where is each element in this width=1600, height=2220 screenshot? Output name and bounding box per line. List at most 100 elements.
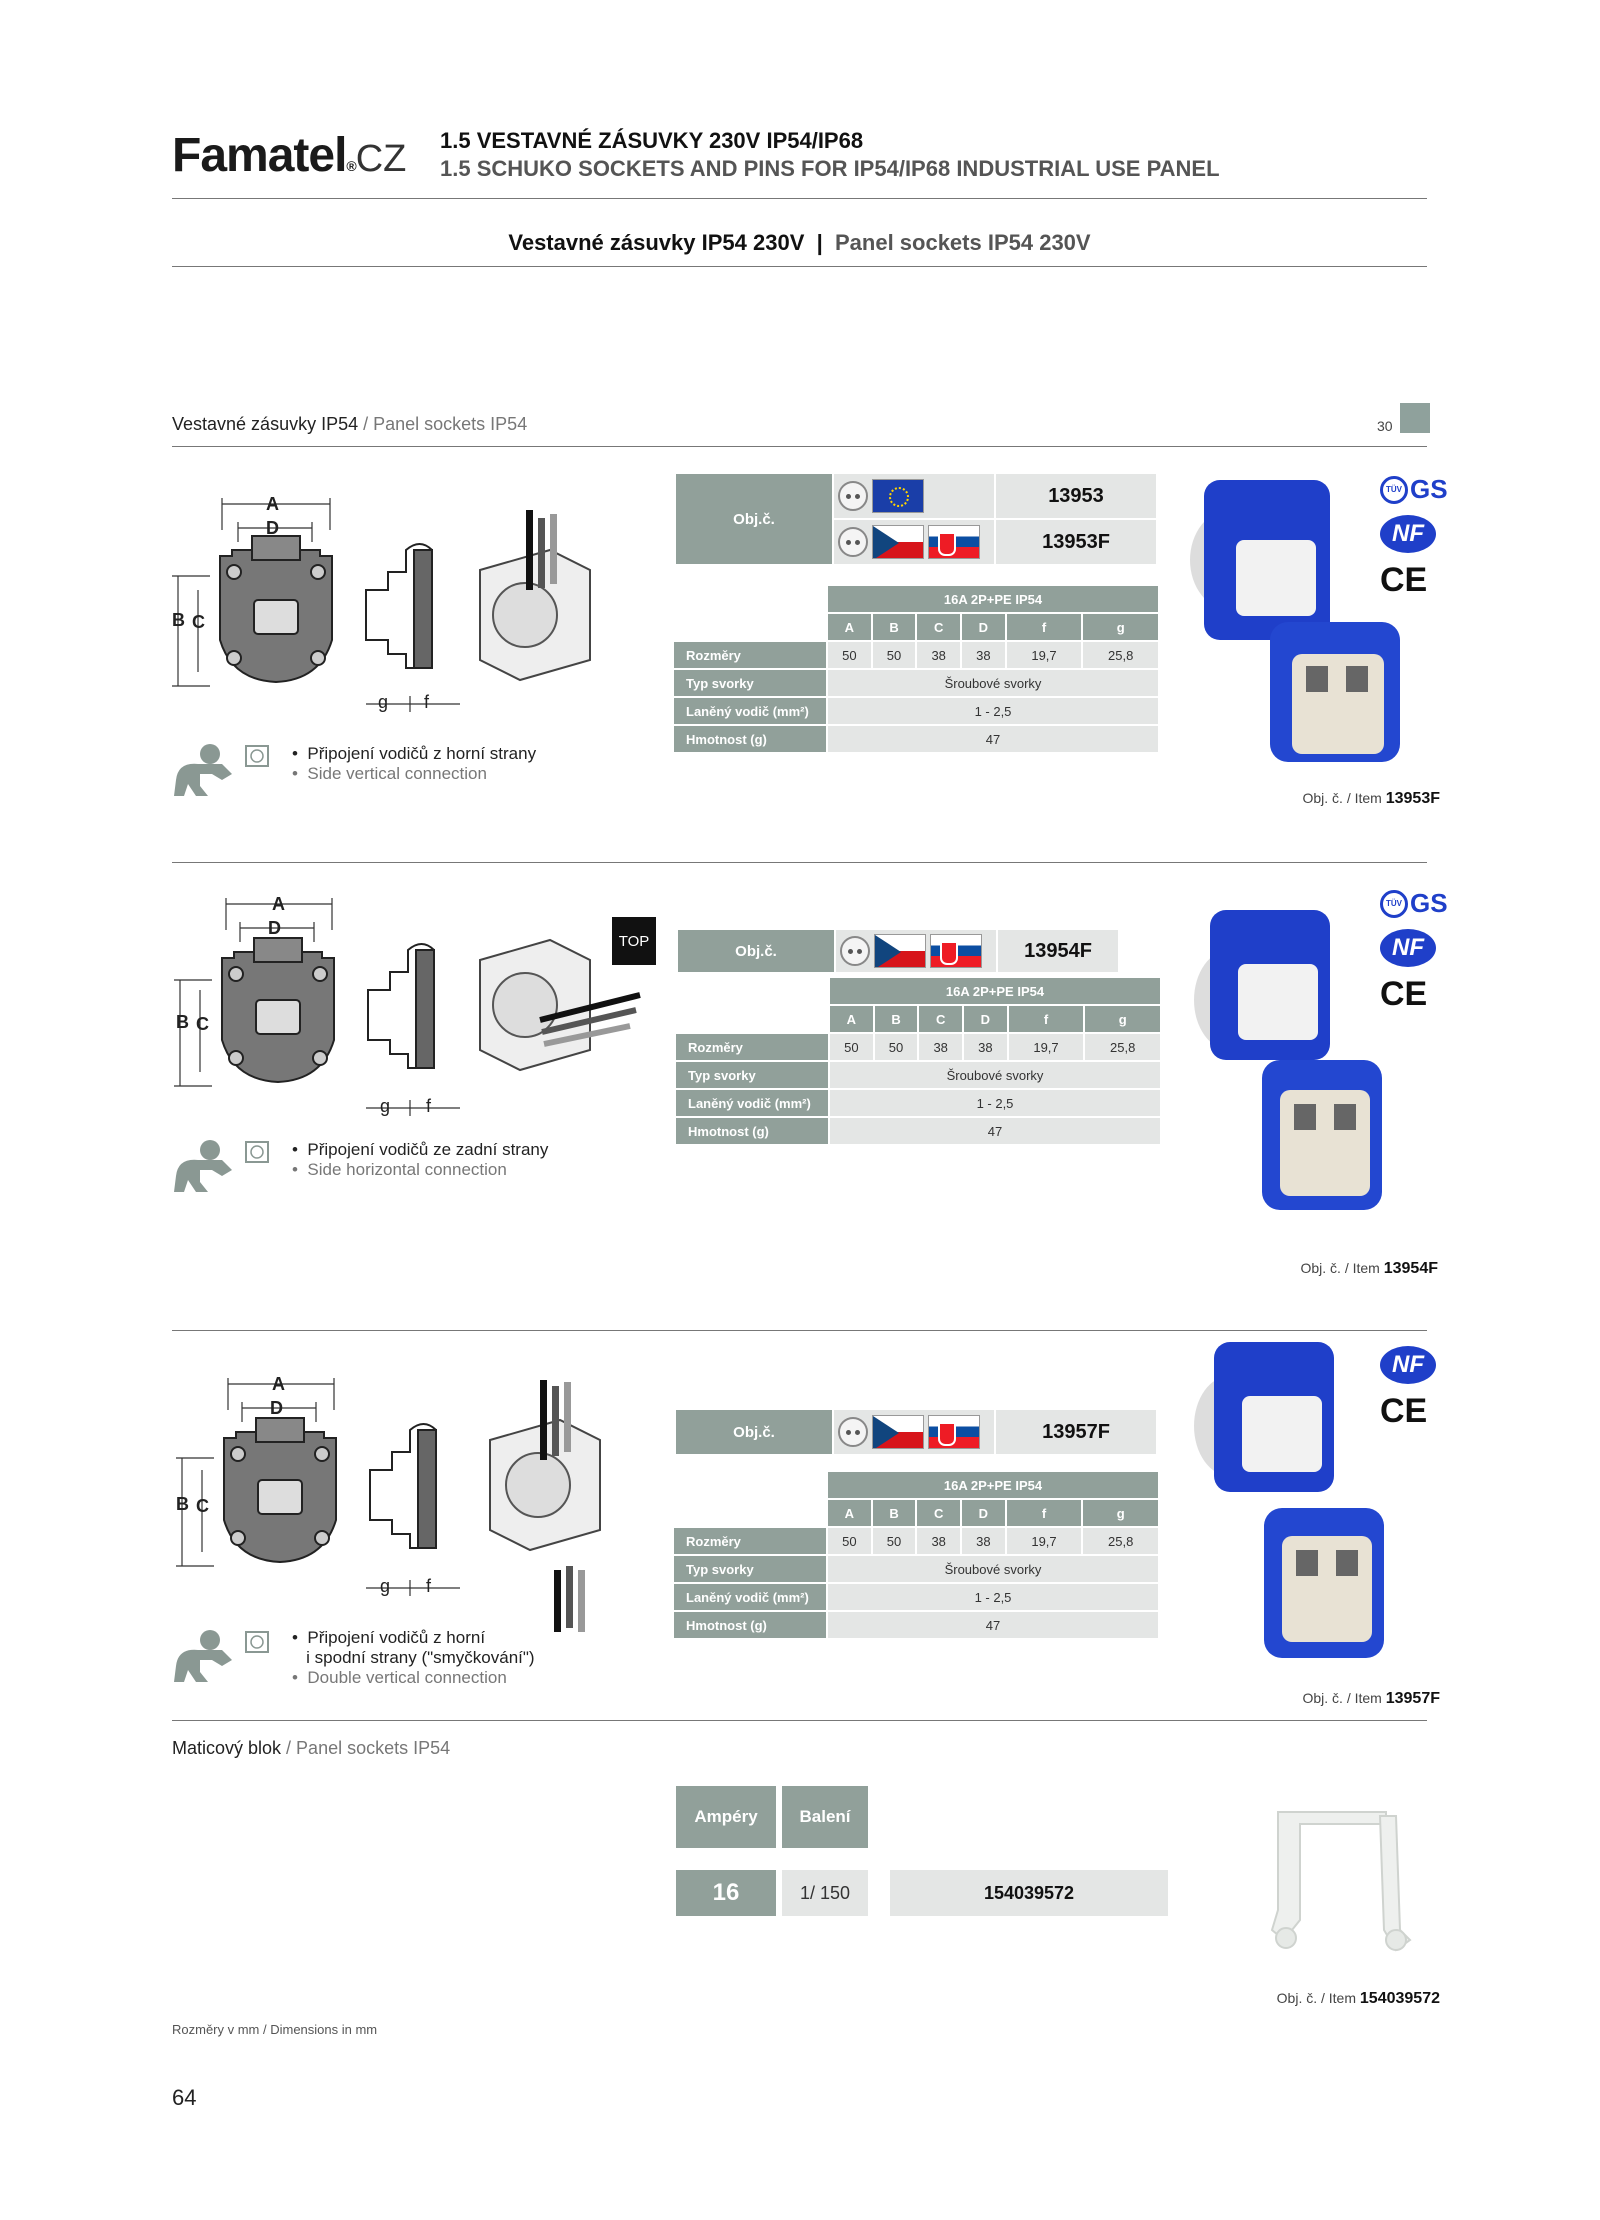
dimension-drawing <box>172 498 591 712</box>
flag-cell <box>834 520 994 564</box>
tuv-icon: TÜV <box>1380 475 1408 504</box>
schuko-socket-icon <box>840 936 870 966</box>
row-label: Rozměry <box>674 1528 826 1554</box>
page-subtitle: Vestavné zásuvky IP54 230V | Panel socke… <box>508 230 1091 255</box>
divider <box>172 446 1427 447</box>
spec-value: 25,8 <box>1083 1528 1158 1554</box>
spec-heading: 16A 2P+PE IP54 <box>828 586 1158 612</box>
spec-value: 19,7 <box>1006 642 1082 668</box>
col-header: D <box>964 1006 1007 1032</box>
page-title-cz: 1.5 VESTAVNÉ ZÁSUVKY 230V IP54/IP68 <box>440 128 864 153</box>
nf-icon: NF <box>1380 929 1436 967</box>
sk-flag-icon <box>930 934 982 968</box>
dimension-drawing <box>174 898 641 1116</box>
product-code: 13953 <box>996 474 1156 518</box>
item-caption: Obj. č. / Item 13954F <box>1300 1260 1438 1277</box>
dim-label-a: A <box>272 894 285 914</box>
col-header: C <box>919 1006 963 1032</box>
spec-value: 38 <box>917 1528 961 1554</box>
dim-label-f: f <box>424 692 430 712</box>
page-number: 64 <box>172 2085 197 2110</box>
divider <box>172 198 1427 199</box>
product-photo <box>1190 480 1400 762</box>
col-header: D <box>962 1500 1005 1526</box>
cz-flag-icon <box>874 934 926 968</box>
row-label: Laněný vodič (mm²) <box>674 698 826 724</box>
installer-icon <box>174 1630 269 1682</box>
spec-value: 38 <box>917 642 961 668</box>
row-label: Laněný vodič (mm²) <box>674 1584 826 1610</box>
cert-marks: TÜV GS NF CE <box>1380 888 1448 1014</box>
top-label: TOP <box>612 917 656 965</box>
connection-bullet: • Připojení vodičů z horní i spodní stra… <box>292 1628 535 1687</box>
ce-icon: CE <box>1380 561 1428 599</box>
col-header: A <box>828 1500 871 1526</box>
row-label: Hmotnost (g) <box>674 726 826 752</box>
spec-value: 50 <box>830 1034 873 1060</box>
brand-logo: Famatel®CZ <box>172 129 407 182</box>
spec-value: Šroubové svorky <box>828 1556 1158 1582</box>
order-label: Obj.č. <box>678 930 834 972</box>
ce-icon: CE <box>1380 975 1428 1013</box>
col-header: g <box>1083 614 1158 640</box>
spec-value: Šroubové svorky <box>830 1062 1160 1088</box>
section-heading: Maticový blok / Panel sockets IP54 <box>172 1738 451 1758</box>
item-caption: Obj. č. / Item 154039572 <box>1276 1990 1440 2007</box>
cert-marks: NF CE <box>1380 1346 1436 1431</box>
connection-bullet: • Připojení vodičů ze zadní strany• Side… <box>292 1140 549 1179</box>
row-label: Typ svorky <box>674 670 826 696</box>
dim-label-d: D <box>268 918 281 938</box>
col-header: A <box>830 1006 873 1032</box>
dim-label-f: f <box>426 1096 432 1116</box>
divider <box>172 1720 1427 1721</box>
spec-value: 25,8 <box>1083 642 1158 668</box>
spec-value: 50 <box>874 1034 918 1060</box>
col-header: f <box>1006 614 1082 640</box>
col-header: A <box>828 614 871 640</box>
col-header: C <box>917 1500 961 1526</box>
dim-label-c: C <box>196 1014 209 1034</box>
row-label: Laněný vodič (mm²) <box>676 1090 828 1116</box>
amps-value: 16 <box>676 1870 776 1916</box>
spec-value: 25,8 <box>1085 1034 1160 1060</box>
col-header: C <box>917 614 961 640</box>
page-ref: 30 <box>1377 418 1393 434</box>
product-photo <box>1194 1342 1384 1658</box>
row-label: Typ svorky <box>676 1062 828 1088</box>
product-photo <box>1270 1811 1412 1952</box>
spec-value: 1 - 2,5 <box>830 1090 1160 1116</box>
pack-header: Balení <box>782 1786 868 1848</box>
dim-label-a: A <box>272 1374 285 1394</box>
spec-value: 50 <box>828 1528 871 1554</box>
divider <box>172 862 1427 863</box>
row-label: Hmotnost (g) <box>674 1612 826 1638</box>
cert-marks: TÜV GS NF CE <box>1380 474 1448 600</box>
dimension-drawing <box>176 1378 601 1632</box>
tuv-icon: TÜV <box>1380 889 1408 918</box>
divider <box>172 266 1427 267</box>
item-caption: Obj. č. / Item 13957F <box>1302 1690 1440 1707</box>
spec-value: 47 <box>828 1612 1158 1638</box>
connection-bullet: • Připojení vodičů z horní strany• Side … <box>292 744 537 783</box>
col-header: B <box>874 1006 918 1032</box>
col-header: g <box>1085 1006 1160 1032</box>
col-header: B <box>872 614 916 640</box>
gs-icon: GS <box>1410 888 1448 918</box>
spec-value: 47 <box>828 726 1158 752</box>
flag-cell <box>834 474 994 518</box>
pack-value: 1/ 150 <box>782 1870 868 1916</box>
spec-value: 38 <box>962 642 1005 668</box>
spec-value: Šroubové svorky <box>828 670 1158 696</box>
spec-heading: 16A 2P+PE IP54 <box>828 1472 1158 1498</box>
divider <box>172 1330 1427 1331</box>
flag-cell <box>834 1410 994 1454</box>
cz-flag-icon <box>872 525 924 559</box>
product-code: 13957F <box>996 1410 1156 1454</box>
spec-value: 38 <box>962 1528 1005 1554</box>
dim-label-g: g <box>378 692 389 712</box>
product-photo <box>1194 910 1382 1210</box>
dim-label-g: g <box>380 1576 391 1596</box>
amps-header: Ampéry <box>676 1786 776 1848</box>
spec-heading: 16A 2P+PE IP54 <box>830 978 1160 1004</box>
